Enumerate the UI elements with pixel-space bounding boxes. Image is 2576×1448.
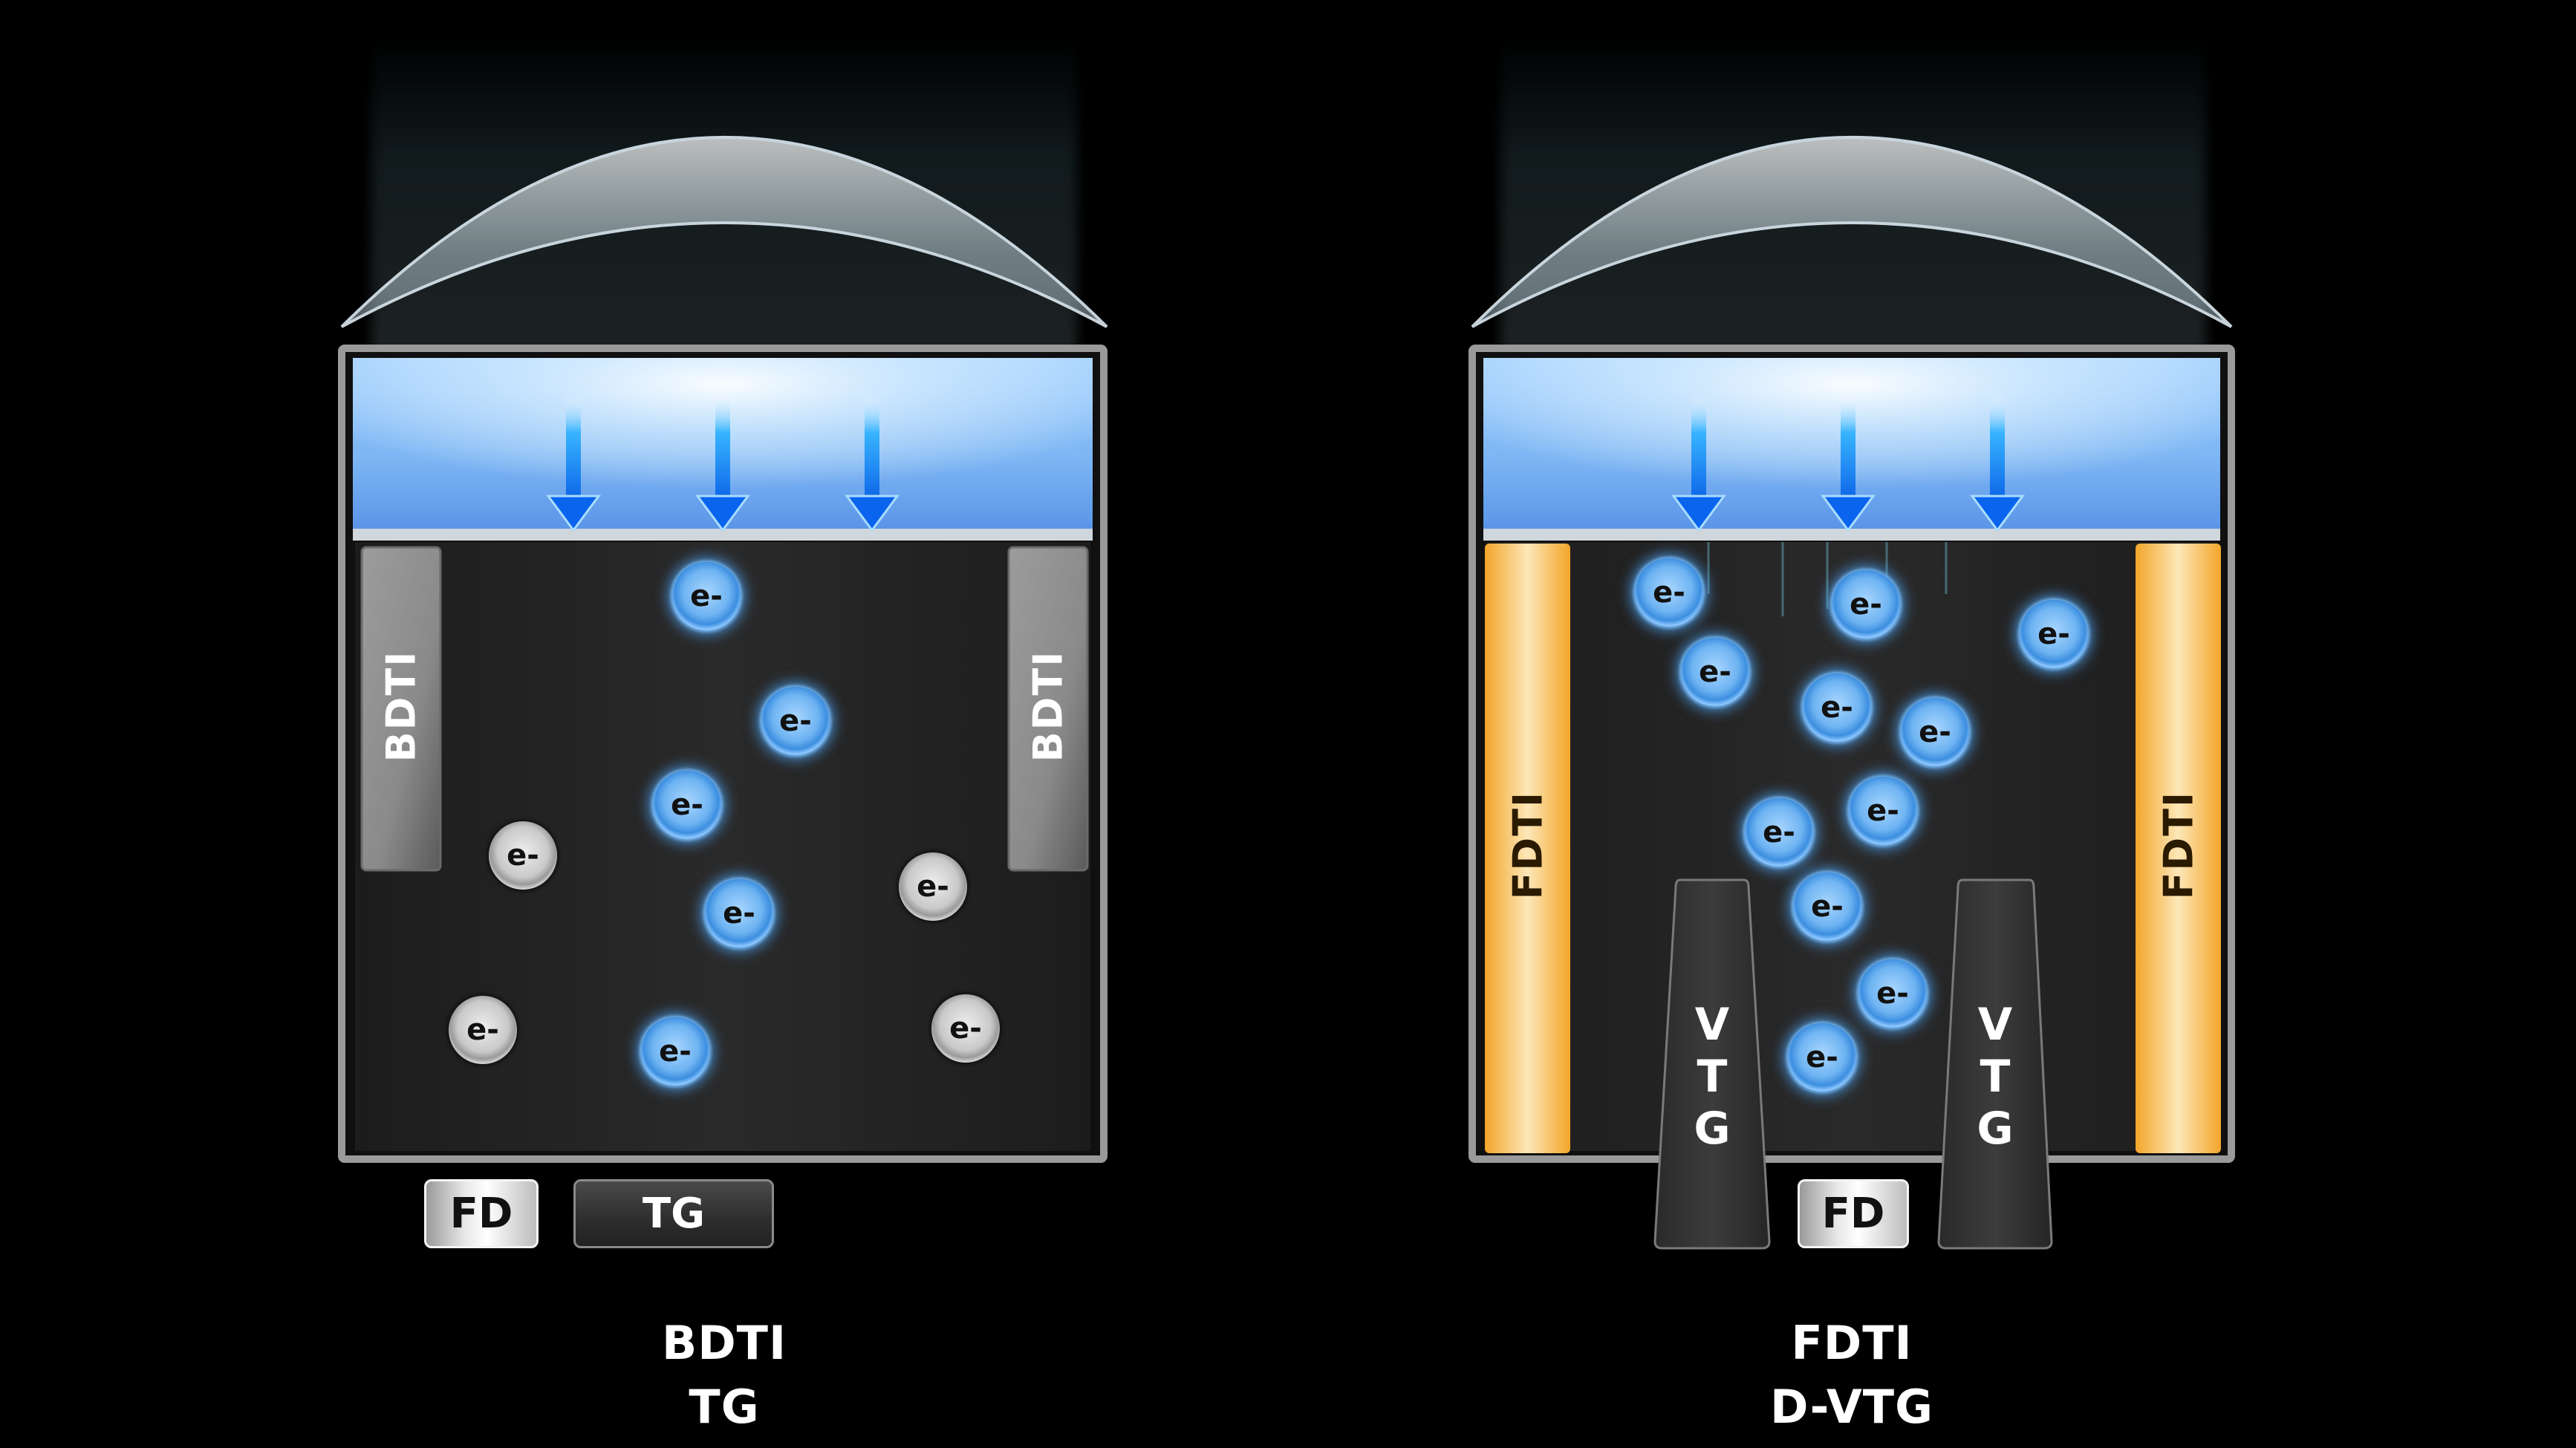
vtg-letter: G <box>1694 1103 1731 1155</box>
right-caption-line2: D-VTG <box>1769 1380 1933 1434</box>
left-bdti-bar-left <box>360 546 442 872</box>
left-fd-gate: FD <box>424 1179 539 1248</box>
vtg-letter: V <box>1977 999 2013 1051</box>
electron-collected: e- <box>1681 638 1749 706</box>
right-fd-gate: FD <box>1798 1179 1909 1248</box>
electron-collected: e- <box>672 562 741 630</box>
right-vtg-left-label: V T G <box>1682 999 1742 1155</box>
electron-collected: e- <box>1793 873 1861 941</box>
electron-lost: e- <box>489 821 557 890</box>
right-fdti-bar-left <box>1485 544 1570 1153</box>
left-bdti-label-right: BDTI <box>1024 650 1072 763</box>
vtg-letter: V <box>1694 999 1730 1051</box>
left-bdti-label-left: BDTI <box>377 650 425 763</box>
electron-collected: e- <box>1635 558 1703 627</box>
electron-collected: e- <box>1803 674 1871 742</box>
electron-collected: e- <box>1849 777 1917 845</box>
electron-collected: e- <box>1788 1023 1856 1092</box>
electron-lost: e- <box>449 996 517 1064</box>
electron-lost: e- <box>899 852 967 921</box>
right-fdti-label-right: FDTI <box>2155 790 2202 900</box>
electron-collected: e- <box>1745 798 1813 867</box>
left-caption-line2: TG <box>689 1380 760 1434</box>
left-tg-gate: TG <box>573 1179 774 1248</box>
electron-collected: e- <box>1901 698 1969 766</box>
left-caption-line1: BDTI <box>661 1316 787 1370</box>
right-pixel <box>1468 7 2235 1250</box>
electron-collected: e- <box>1858 959 1927 1028</box>
vtg-letter: T <box>1697 1051 1728 1103</box>
left-arrows <box>546 394 900 532</box>
left-microlens <box>340 136 1108 328</box>
vtg-letter: T <box>1980 1051 2011 1103</box>
right-fdti-bar-right <box>2136 544 2221 1153</box>
electron-collected: e- <box>761 687 830 755</box>
electron-collected: e- <box>705 879 773 948</box>
right-microlens <box>1471 136 2233 328</box>
left-pixel <box>338 7 1108 1163</box>
right-vtg-right-label: V T G <box>1965 999 2025 1155</box>
electron-collected: e- <box>653 771 721 839</box>
left-bdti-bar-right <box>1007 546 1089 872</box>
vtg-letter: G <box>1977 1103 2014 1155</box>
electron-lost: e- <box>931 994 1000 1063</box>
right-fdti-label-left: FDTI <box>1504 790 1552 900</box>
electron-collected: e- <box>1832 570 1900 639</box>
right-vtg-left-shape <box>1653 878 1771 1250</box>
right-arrows <box>1671 394 2025 532</box>
electron-collected: e- <box>641 1017 709 1086</box>
electron-collected: e- <box>2020 600 2088 668</box>
right-caption-line1: FDTI <box>1791 1316 1913 1370</box>
right-vtg-right-shape <box>1937 878 2053 1250</box>
